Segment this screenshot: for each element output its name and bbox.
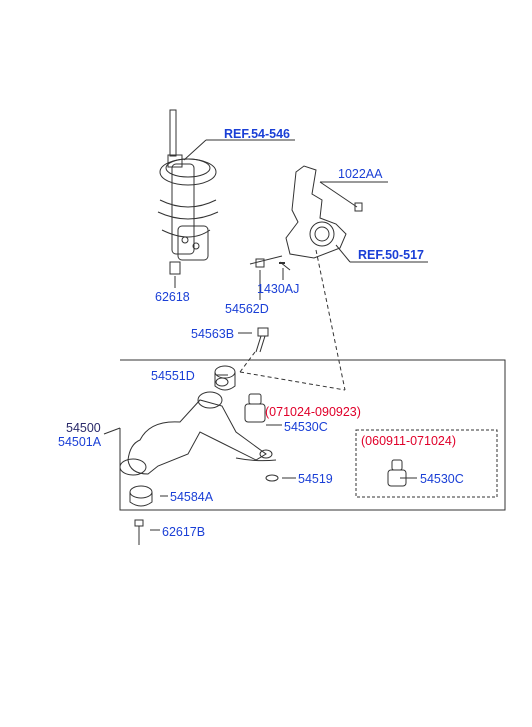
part-62617b-label[interactable]: 62617B — [162, 525, 206, 539]
part-54519-label[interactable]: 54519 — [298, 472, 333, 486]
lower-control-arm — [119, 391, 277, 476]
part-62618-label[interactable]: 62618 — [155, 290, 190, 304]
ref-strut-label[interactable]: REF.54-546 — [224, 127, 291, 141]
part-1430aj-label[interactable]: 1430AJ — [257, 282, 300, 296]
date-range-label-1: (071024-090923) — [265, 405, 361, 419]
part-54562d-label[interactable]: 54562D — [225, 302, 269, 316]
clip-54519 — [265, 474, 279, 482]
variant-box — [355, 429, 498, 498]
part-54584a-label[interactable]: 54584A — [170, 490, 214, 504]
ball-joint-54530c — [244, 393, 266, 423]
bushing-54584a — [129, 485, 153, 507]
ball-joint-54530c-variant — [387, 459, 407, 487]
date-range-label-2: (060911-071024) — [361, 434, 456, 448]
part-1022aa-label[interactable]: 1022AA — [338, 167, 383, 181]
part-54500-label[interactable]: 54500 — [66, 421, 101, 435]
part-54551d-label[interactable]: 54551D — [151, 369, 195, 383]
part-54501a-label[interactable]: 54501A — [58, 435, 102, 449]
assembly-frame — [119, 359, 506, 511]
bolt-62617b — [134, 519, 144, 545]
ref-knuckle-label[interactable]: REF.50-517 — [358, 248, 425, 262]
bolt-54563b — [255, 327, 269, 353]
bushing-54551d — [214, 365, 236, 391]
part-54530c-variant-label[interactable]: 54530C — [420, 472, 464, 486]
part-54530c-label[interactable]: 54530C — [284, 420, 328, 434]
part-54563b-label[interactable]: 54563B — [191, 327, 235, 341]
strut-assembly — [157, 109, 219, 275]
